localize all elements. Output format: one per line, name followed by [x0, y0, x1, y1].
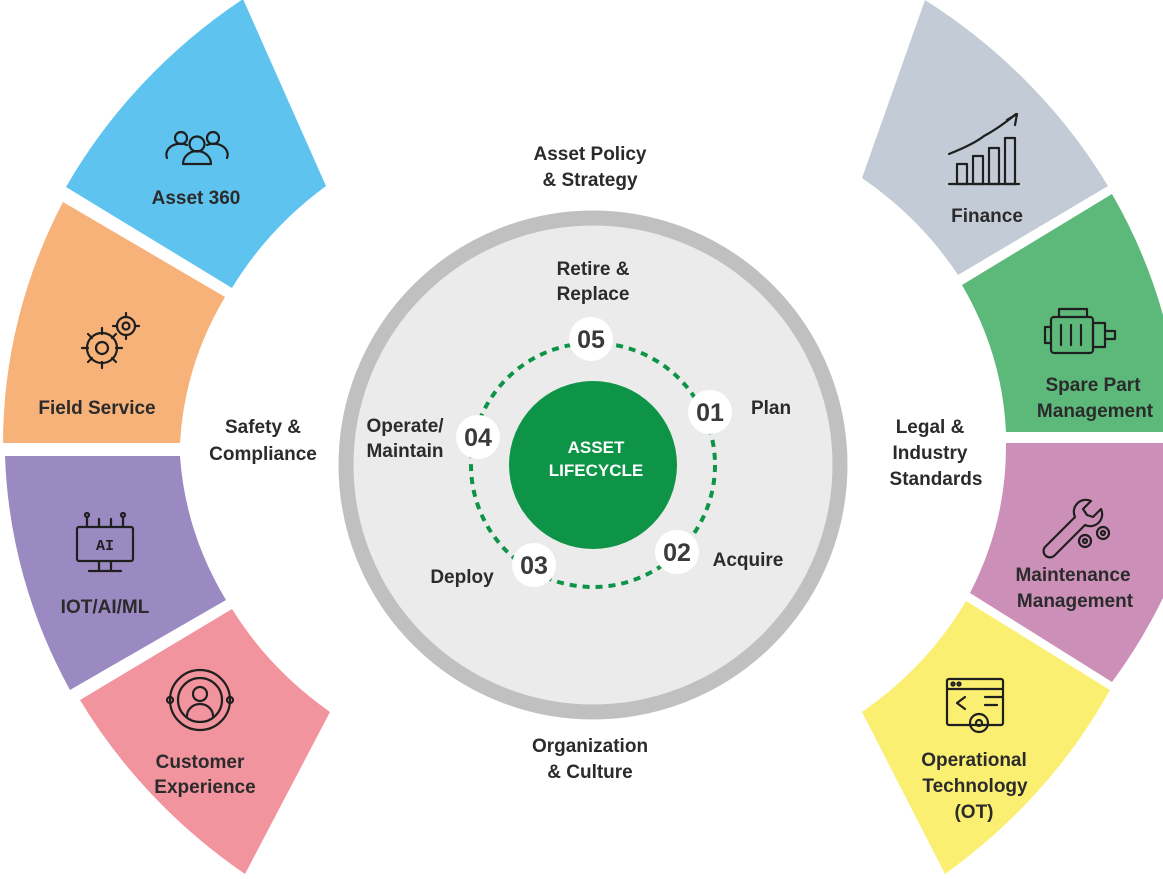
stage-number: 04 [464, 424, 492, 452]
segment-label-spare-part: Spare Part [1045, 375, 1141, 396]
people-icon [165, 130, 229, 166]
stage-label-retire: Retire & [557, 259, 630, 280]
stage-number: 01 [696, 399, 724, 427]
segment-label-asset-360: Asset 360 [152, 188, 241, 209]
pillar-left-line1: Safety & [225, 417, 301, 438]
segment-label-customer: Customer [156, 752, 245, 773]
pillar-top-line2: & Strategy [542, 170, 637, 191]
segment-asset-360 [66, 0, 326, 288]
segment-label-experience: Experience [154, 777, 255, 798]
segment-label-field-service: Field Service [38, 398, 155, 419]
pillar-bottom-line1: Organization [532, 736, 648, 757]
stage-02: 02 [655, 530, 699, 574]
stage-05: 05 [569, 317, 613, 361]
segment-finance [862, 0, 1108, 275]
ai-monitor-icon: AI [75, 511, 135, 573]
left-segments [3, 0, 330, 874]
customer-icon [165, 668, 235, 732]
segment-customer-experience [80, 609, 330, 874]
segment-ot [862, 601, 1110, 874]
segment-label-spare-management: Management [1037, 401, 1154, 422]
svg-text:AI: AI [96, 538, 114, 555]
segment-label-ot: (OT) [954, 802, 993, 823]
lifecycle-core [509, 381, 677, 549]
segment-label-technology: Technology [922, 776, 1028, 797]
pillar-right-line3: Standards [890, 469, 983, 490]
stage-number: 03 [520, 552, 548, 580]
center-title-line2: LIFECYCLE [549, 461, 643, 480]
stage-label-deploy: Deploy [430, 567, 494, 588]
segment-label-finance: Finance [951, 206, 1023, 227]
stage-number: 05 [577, 326, 605, 354]
gears-icon [80, 311, 141, 370]
pillar-right-line1: Legal & [896, 417, 965, 438]
center-title-line1: ASSET [568, 438, 625, 457]
motor-icon [1043, 307, 1117, 355]
segment-label-iot-ai-ml: IOT/AI/ML [61, 597, 150, 618]
segment-iot-ai-ml [5, 456, 226, 690]
pillar-top-line1: Asset Policy [534, 144, 647, 165]
segment-field-service [3, 202, 225, 443]
stage-04: 04 [456, 415, 500, 459]
stage-01: 01 [688, 390, 732, 434]
stage-number: 02 [663, 539, 691, 567]
stage-03: 03 [512, 543, 556, 587]
stage-label-replace: Replace [557, 284, 630, 305]
segment-label-operational: Operational [921, 750, 1027, 771]
pillar-bottom-line2: & Culture [547, 762, 633, 783]
stage-label-acquire: Acquire [713, 550, 784, 571]
segment-label-maintenance: Maintenance [1015, 565, 1130, 586]
pillar-right-line2: Industry [893, 443, 968, 464]
segment-maintenance [970, 443, 1163, 682]
segment-label-maintenance-management: Management [1017, 591, 1134, 612]
pillar-left-line2: Compliance [209, 444, 317, 465]
wrench-icon [1042, 498, 1111, 559]
stage-label-plan: Plan [751, 398, 791, 419]
stage-label-maintain: Maintain [366, 441, 443, 462]
code-window-icon [945, 677, 1005, 734]
stage-label-operate: Operate/ [366, 416, 444, 437]
right-segments [862, 0, 1163, 874]
segment-spare-part [962, 194, 1163, 432]
growth-chart-icon [947, 112, 1021, 186]
